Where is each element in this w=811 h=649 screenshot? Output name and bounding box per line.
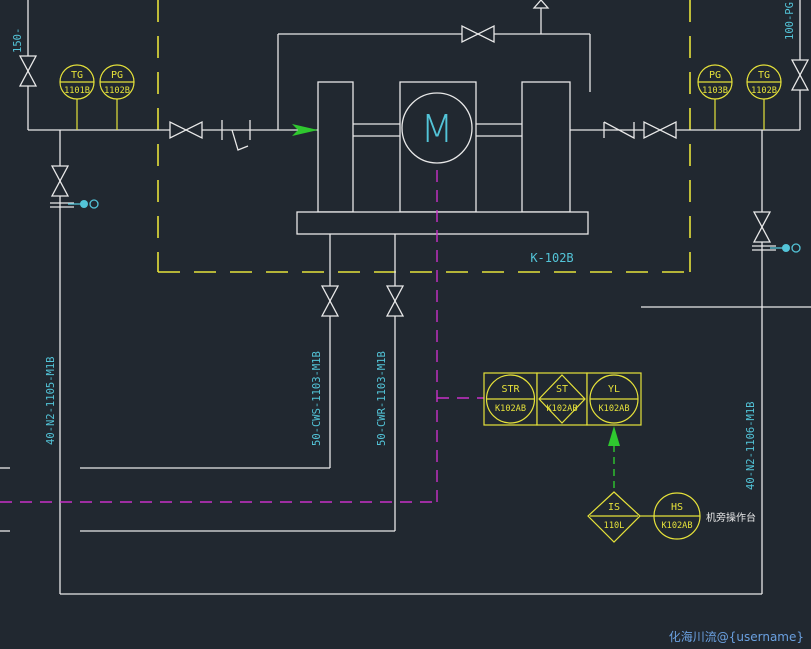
gate-valve-discharge[interactable] (643, 120, 677, 140)
instrument-type: PG (709, 70, 721, 81)
instrument-type: ST (556, 384, 568, 395)
instrument-str[interactable]: STR K102AB (483, 372, 538, 426)
line-number-top-left: 150- (12, 28, 24, 53)
line-number-top-right: 100-PG (784, 2, 796, 40)
panel-instruments: STR K102AB ST K102AB YL K102AB IS 110L H… (483, 372, 756, 543)
instrument-type: HS (671, 502, 683, 513)
instrument-pg-1103b[interactable]: PG 1103B (697, 64, 733, 100)
instrument-type: TG (758, 70, 770, 81)
signal-lines (0, 170, 655, 517)
instrument-number: K102AB (546, 404, 577, 414)
instrument-tg-1102b[interactable]: TG 1102B (746, 64, 782, 100)
line-number-n2-left: 40-N2-1105-M1B (45, 356, 57, 445)
instrument-tg-1101b[interactable]: TG 1101B (59, 64, 95, 100)
gate-valve-cwr[interactable] (385, 285, 405, 317)
instrument-number: 1102B (104, 86, 130, 96)
instrument-number: K102AB (495, 404, 526, 414)
instrument-type: YL (608, 384, 620, 395)
instrument-type: IS (608, 502, 620, 513)
instrument-pg-1102b[interactable]: PG 1102B (99, 64, 135, 100)
flow-arrow-icon (292, 124, 318, 136)
instrument-st[interactable]: ST K102AB (536, 372, 588, 426)
instrument-type: TG (71, 70, 83, 81)
motor-circle (401, 92, 473, 164)
instrument-type: PG (111, 70, 123, 81)
instrument-hs[interactable]: HS K102AB (653, 492, 701, 540)
watermark: 化海川流@{username} (669, 629, 804, 644)
motor-symbol: M (421, 107, 454, 151)
line-number-cws: 50-CWS-1103-M1B (311, 351, 323, 446)
instrument-number: K102AB (598, 404, 629, 414)
strainer-suction (221, 120, 251, 151)
instrument-is[interactable]: IS 110L (587, 491, 641, 543)
equipment-tag: K-102B (530, 251, 573, 265)
instrument-number: 1101B (64, 86, 90, 96)
instrument-number: K102AB (661, 521, 692, 531)
gate-valve-left-riser[interactable] (18, 55, 38, 87)
field-instruments: TG 1101B PG 1102B PG 1103B TG 1102B (59, 64, 782, 130)
compressor-left-body (317, 81, 354, 213)
valves (18, 0, 810, 317)
instrument-number: 1102B (751, 86, 777, 96)
gate-valve-bypass[interactable] (461, 24, 495, 44)
gate-valve-n2-right[interactable] (752, 211, 801, 253)
skid-boundary (157, 0, 691, 273)
gate-valve-suction[interactable] (169, 120, 203, 140)
check-valve-discharge[interactable] (603, 121, 635, 140)
instrument-number: 1103B (702, 86, 728, 96)
gate-valve-cws[interactable] (320, 285, 340, 317)
instrument-number: 110L (604, 521, 625, 531)
instrument-type: STR (501, 384, 520, 395)
gate-valve-right-riser[interactable] (790, 59, 810, 91)
compressor-package: M (296, 81, 589, 235)
baseplate (296, 211, 589, 235)
instrument-yl[interactable]: YL K102AB (586, 372, 642, 426)
signal-arrow-icon (608, 426, 620, 446)
hs-location-note: 机旁操作台 (706, 511, 756, 524)
line-numbers: 150- 100-PG 40-N2-1105-M1B 50-CWS-1103-M… (12, 2, 796, 490)
gate-valve-n2-left[interactable] (50, 165, 99, 209)
vent-arrow-icon (532, 0, 550, 9)
line-number-n2-right: 40-N2-1106-M1B (745, 401, 757, 490)
compressor-right-body (521, 81, 571, 213)
line-number-cwr: 50-CWR-1103-M1B (376, 351, 388, 446)
process-piping (0, 0, 811, 595)
